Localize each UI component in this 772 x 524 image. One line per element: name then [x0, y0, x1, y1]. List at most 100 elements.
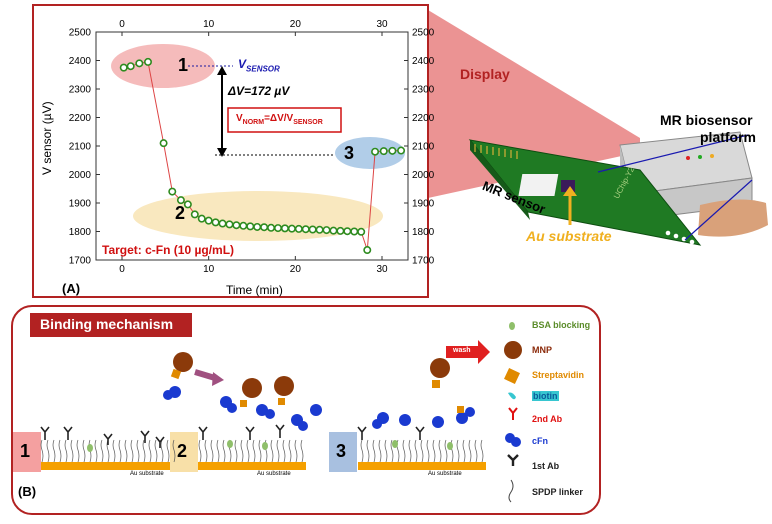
data-point	[301, 225, 310, 234]
data-point	[267, 223, 276, 232]
x-tick-label-top: 30	[376, 19, 388, 30]
y-tick-label-left: 2200	[69, 113, 92, 124]
stage-1-bsa	[87, 444, 93, 452]
spdp-linker	[390, 439, 394, 463]
spdp-linker	[216, 439, 220, 463]
binding-title: Binding mechanism	[40, 316, 174, 332]
spdp-linker	[282, 439, 286, 463]
data-point	[211, 218, 220, 227]
spdp-linker	[300, 439, 304, 463]
data-point	[232, 221, 241, 230]
vnorm-mid: =ΔV/V	[264, 113, 294, 124]
stage-2-molecules	[163, 352, 322, 450]
y-tick-label-left: 2500	[69, 28, 92, 39]
data-point	[176, 196, 185, 205]
stage-2-label: 2	[175, 203, 186, 223]
spdp-linker	[52, 439, 56, 463]
stage-1-molecules	[40, 426, 165, 448]
spdp-linker	[468, 439, 472, 463]
data-point	[363, 246, 372, 255]
y-tick-label-left: 2000	[69, 170, 92, 181]
data-point	[273, 224, 282, 233]
spdp-linker	[234, 439, 238, 463]
spdp-linker	[94, 439, 98, 463]
data-point	[183, 200, 192, 209]
x-tick-label-bottom: 0	[119, 264, 125, 275]
spdp-linker	[366, 439, 370, 463]
spdp-linker	[40, 439, 44, 463]
data-point	[197, 214, 206, 223]
spdp-linker	[402, 439, 406, 463]
data-point	[239, 221, 248, 230]
substrate-3	[358, 462, 486, 470]
spdp-linker	[360, 439, 364, 463]
spdp-linker	[210, 439, 214, 463]
spdp-linker	[130, 439, 134, 463]
spdp-linker	[432, 439, 436, 463]
spdp-linker	[462, 439, 466, 463]
spdp-linker	[82, 439, 86, 463]
spdp-linker	[118, 439, 122, 463]
spdp-linker	[456, 439, 460, 463]
spdp-linker	[166, 439, 170, 463]
spdp-linker	[240, 439, 244, 463]
vnorm-annotation: VNORM=ΔV/VSENSOR	[236, 113, 323, 126]
vsensor-v: V	[238, 57, 247, 71]
data-point	[388, 146, 397, 155]
spdp-linker	[100, 439, 104, 463]
stage-1-number: 1	[20, 441, 31, 461]
data-point	[343, 227, 352, 236]
stage-3-label: 3	[344, 143, 355, 163]
data-point	[135, 59, 144, 68]
stage-3-substrate-label: Au substrate	[428, 471, 462, 477]
data-point	[287, 224, 296, 233]
second-ab-icon	[508, 407, 518, 420]
y-tick-label-right: 1700	[412, 256, 435, 267]
data-point	[308, 225, 317, 234]
spdp-linker	[198, 439, 202, 463]
substrate-2	[196, 462, 306, 470]
au-substrate-label: Au substrate	[526, 228, 612, 244]
data-point	[280, 224, 289, 233]
data-point	[168, 187, 177, 196]
stage-1-label: 1	[178, 55, 189, 75]
spdp-linker	[372, 439, 376, 463]
legend-biotin-label: biotin	[532, 391, 559, 401]
x-tick-label-bottom: 10	[203, 264, 215, 275]
data-point	[350, 227, 359, 236]
y-tick-label-right: 1900	[412, 199, 435, 210]
spdp-linker	[70, 439, 74, 463]
data-point	[246, 222, 255, 231]
y-tick-label-left: 2100	[69, 142, 92, 153]
x-tick-label-top: 10	[203, 19, 215, 30]
legend-icons	[504, 322, 522, 503]
spdp-linker	[378, 439, 382, 463]
spdp-linker-icon	[508, 479, 514, 503]
vsensor-annotation: VSENSOR	[238, 57, 280, 73]
data-point	[357, 227, 366, 236]
data-point	[204, 216, 213, 225]
spdp-linker	[438, 439, 442, 463]
stage-3-box	[329, 432, 357, 472]
data-point	[260, 223, 269, 232]
mr-sensor-chip	[468, 134, 753, 246]
spdp-linker	[148, 439, 152, 463]
stage3-highlight	[335, 137, 405, 169]
spdp-linker	[474, 439, 478, 463]
vnorm-sub2: SENSOR	[293, 119, 323, 126]
vnorm-box	[227, 107, 342, 133]
spdp-linker	[408, 439, 412, 463]
legend-1st-ab-label: 1st Ab	[532, 461, 560, 471]
y-tick-label-right: 2400	[412, 56, 435, 67]
spdp-linker	[154, 439, 158, 463]
x-tick-label-bottom: 20	[290, 264, 302, 275]
display-label: Display	[460, 66, 510, 82]
stage-1-box	[13, 432, 41, 472]
y-tick-label-left: 2400	[69, 56, 92, 67]
data-point	[336, 226, 345, 235]
delta-v-annotation: ΔV=172 µV	[228, 84, 290, 98]
y-axis-label: V sensor (µV)	[40, 101, 54, 175]
vnorm-sub1: NORM	[242, 119, 265, 126]
y-tick-label-left: 1800	[69, 227, 92, 238]
